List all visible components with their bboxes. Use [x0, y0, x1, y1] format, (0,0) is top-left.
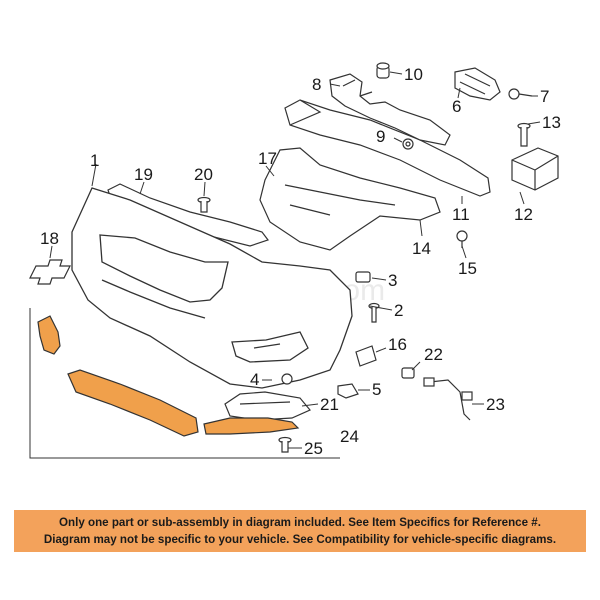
impact-bar-part-11	[284, 99, 491, 197]
fastener-part-20	[197, 196, 211, 213]
callout-15: 15	[458, 259, 477, 278]
callout-6: 6	[452, 97, 461, 116]
bolt-part-13	[517, 122, 531, 147]
callout-14: 14	[412, 239, 431, 258]
callout-17: 17	[258, 149, 277, 168]
part-24-bracket	[29, 308, 340, 459]
disclaimer-line-2: Diagram may not be specific to your vehi…	[43, 533, 557, 546]
callout-19: 19	[134, 165, 153, 184]
bolt-part-7	[508, 88, 533, 100]
callout-2: 2	[394, 301, 403, 320]
callout-20: 20	[194, 165, 213, 184]
screw-part-2	[368, 302, 380, 323]
callout-4: 4	[250, 370, 259, 389]
bracket-part-6	[454, 67, 501, 101]
bracket-part-5	[337, 383, 359, 399]
callout-10: 10	[404, 65, 423, 84]
callout-22: 22	[424, 345, 443, 364]
callout-1: 1	[90, 151, 99, 170]
callout-18: 18	[40, 229, 59, 248]
harness-part-23	[423, 377, 473, 421]
grille-support-part-14	[259, 147, 441, 251]
clip-part-10	[376, 62, 390, 79]
nut-part-9	[402, 138, 414, 150]
callout-23: 23	[486, 395, 505, 414]
bracket-part-12	[511, 147, 559, 191]
callout-13: 13	[542, 113, 561, 132]
callout-24: 24	[340, 427, 359, 446]
callout-3: 3	[388, 271, 397, 290]
callout-9: 9	[376, 127, 385, 146]
callout-12: 12	[514, 205, 533, 224]
bumper-cover-part-1	[71, 187, 353, 389]
callout-21: 21	[320, 395, 339, 414]
disclaimer-banner: Only one part or sub-assembly in diagram…	[14, 510, 586, 552]
callout-7: 7	[540, 87, 549, 106]
callout-5: 5	[372, 380, 381, 399]
callout-8: 8	[312, 75, 321, 94]
nut-part-4	[281, 373, 293, 385]
callout-16: 16	[388, 335, 407, 354]
highlighted-deflector-part-24	[37, 315, 300, 437]
connector-part-22	[401, 367, 415, 379]
clip-part-3	[355, 271, 371, 283]
leader-lines	[49, 71, 541, 449]
callout-25: 25	[304, 439, 323, 458]
insert-part-16	[355, 345, 377, 367]
disclaimer-line-1: Only one part or sub-assembly in diagram…	[59, 516, 541, 529]
fastener-part-15	[456, 230, 468, 248]
absorber-bracket-part-8	[329, 73, 451, 146]
fastener-part-25	[278, 436, 292, 453]
callout-11: 11	[452, 205, 470, 224]
fog-lamp-bezel-part-21	[224, 391, 311, 421]
emblem-part-18	[29, 259, 71, 285]
